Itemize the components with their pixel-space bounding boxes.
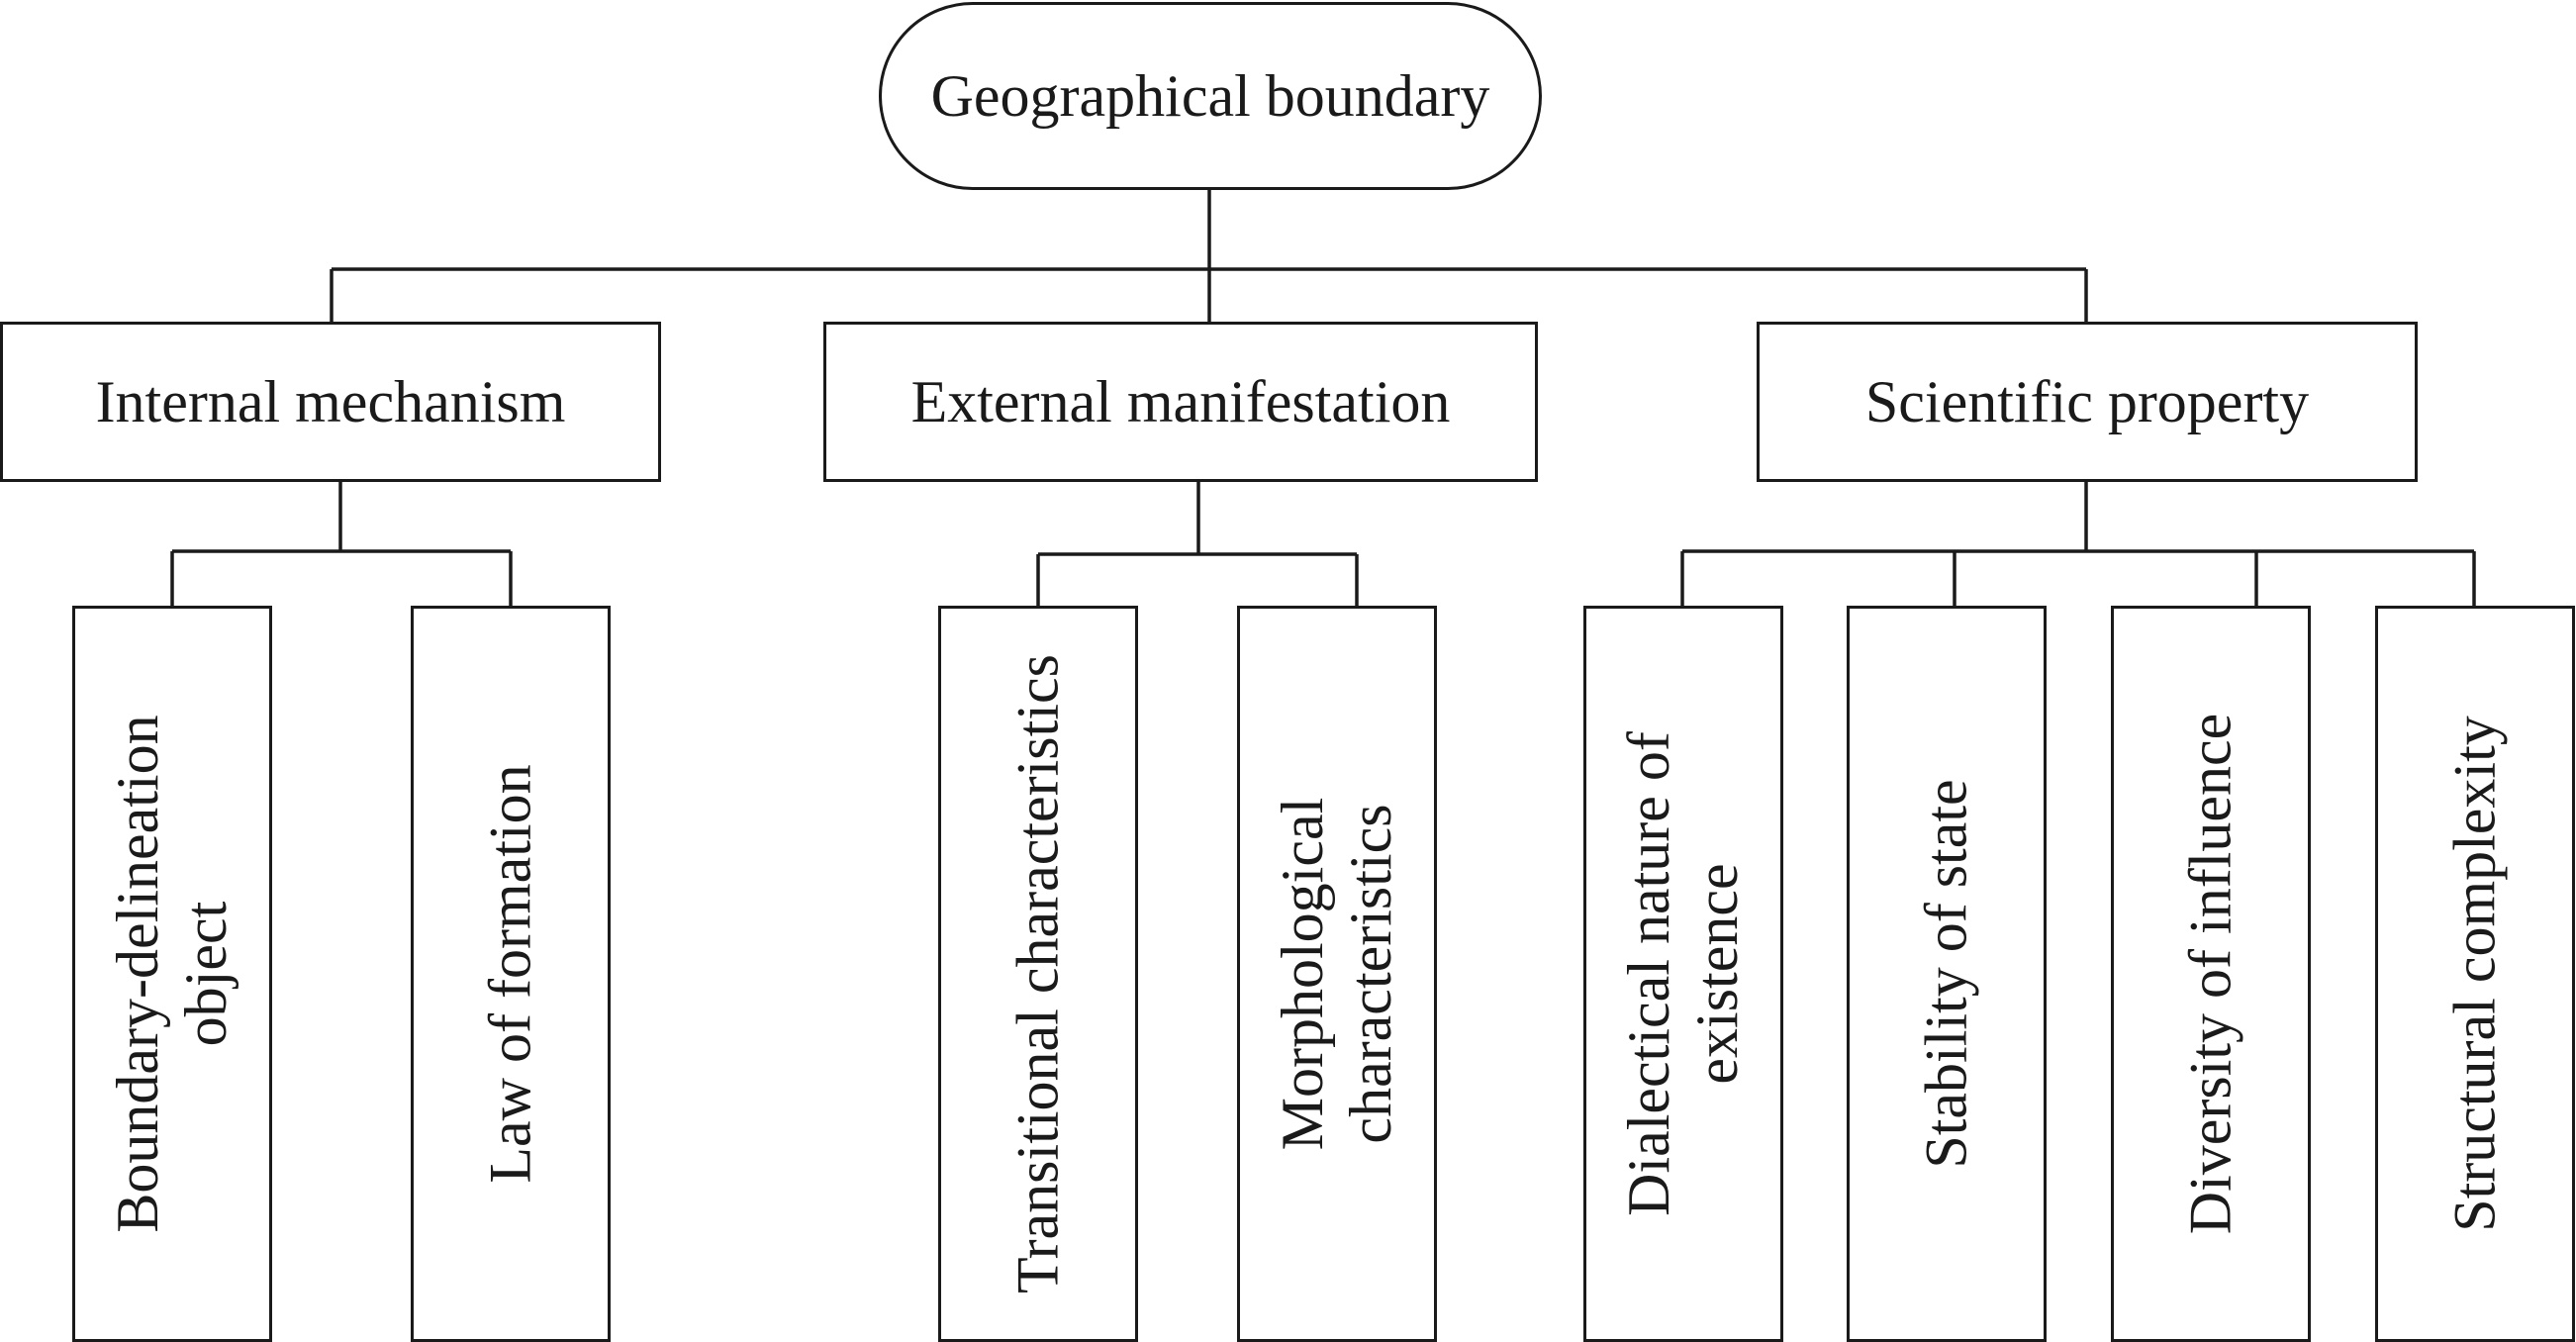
leaf-law-of-formation: Law of formation [411,606,611,1342]
category-scientific-property: Scientific property [1757,322,2418,482]
leaf-diversity-of-influence: Diversity of influence [2111,606,2311,1342]
leaf-structural-complexity: Structural complexity [2375,606,2575,1342]
leaf-label: Diversity of influence [2177,713,2243,1235]
leaf-label: Structural complexity [2441,716,2508,1232]
leaf-label: Morphological characteristics [1270,797,1403,1151]
leaf-dialectical-nature-of-existence: Dialectical nature of existence [1583,606,1783,1342]
leaf-label: Transitional characteristics [1004,654,1071,1294]
leaf-boundary-delineation-object: Boundary-delineation object [72,606,272,1342]
leaf-morphological-characteristics: Morphological characteristics [1237,606,1437,1342]
category-internal-mechanism: Internal mechanism [0,322,661,482]
leaf-label: Dialectical nature of existence [1616,731,1750,1216]
category-external-manifestation: External manifestation [823,322,1538,482]
category-label: Internal mechanism [95,368,566,434]
leaf-label: Boundary-delineation object [105,715,239,1233]
leaf-label: Stability of state [1913,779,1979,1169]
root-node: Geographical boundary [879,2,1542,190]
leaf-label: Law of formation [477,764,543,1184]
leaf-stability-of-state: Stability of state [1847,606,2047,1342]
category-label: Scientific property [1864,368,2310,434]
root-label: Geographical boundary [930,62,1490,129]
leaf-transitional-characteristics: Transitional characteristics [938,606,1138,1342]
category-label: External manifestation [910,368,1451,434]
